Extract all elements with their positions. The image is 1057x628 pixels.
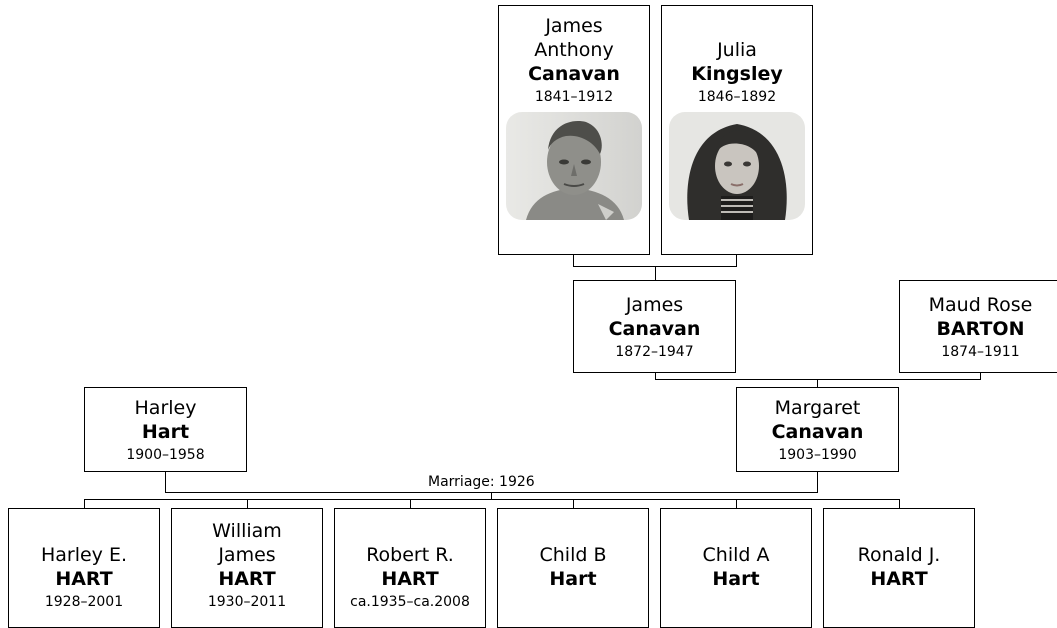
person-card-child[interactable]: Child B Hart — [497, 508, 649, 628]
given-name: Child A — [702, 544, 770, 566]
given-name: Robert R. — [366, 544, 454, 566]
given-name: Margaret — [774, 396, 861, 419]
person-card-harley-hart[interactable]: Harley Hart 1900–1958 — [84, 387, 247, 472]
given-name: Ronald J. — [857, 544, 941, 566]
person-card-maud-rose-barton[interactable]: Maud Rose BARTON 1874–1911 — [899, 280, 1057, 373]
person-card-child[interactable]: Harley E. HART 1928–2001 — [8, 508, 160, 628]
given-name: Harley E. — [40, 544, 128, 566]
life-dates: 1841–1912 — [534, 89, 614, 105]
given-name: Child B — [539, 544, 607, 566]
surname: Canavan — [528, 63, 620, 85]
portrait-girl-sepia-icon — [669, 112, 805, 220]
surname: HART — [218, 568, 276, 590]
person-card-julia-kingsley[interactable]: Julia Kingsley 1846–1892 — [661, 5, 813, 255]
person-card-child[interactable]: Child A Hart — [660, 508, 812, 628]
given-name: James — [625, 293, 684, 316]
surname: Hart — [141, 420, 190, 443]
given-name: Julia — [717, 39, 757, 61]
person-card-margaret-canavan[interactable]: Margaret Canavan 1903–1990 — [736, 387, 899, 472]
life-dates: 1903–1990 — [778, 446, 857, 463]
surname: Hart — [549, 568, 597, 590]
person-card-james-anthony-canavan[interactable]: James Anthony Canavan 1841–1912 — [498, 5, 650, 255]
surname: Kingsley — [691, 63, 783, 85]
person-card-james-canavan[interactable]: James Canavan 1872–1947 — [573, 280, 736, 373]
surname: Canavan — [608, 317, 701, 340]
life-dates: 1872–1947 — [615, 343, 694, 360]
life-dates: 1930–2011 — [207, 594, 287, 610]
surname: BARTON — [936, 317, 1025, 340]
given-name: William James — [212, 520, 282, 566]
life-dates: 1874–1911 — [941, 343, 1020, 360]
person-card-child[interactable]: Robert R. HART ca.1935–ca.2008 — [334, 508, 486, 628]
life-dates: ca.1935–ca.2008 — [350, 594, 470, 610]
surname: Canavan — [771, 420, 864, 443]
person-card-child[interactable]: William James HART 1930–2011 — [171, 508, 323, 628]
surname: HART — [55, 568, 113, 590]
life-dates: 1900–1958 — [126, 446, 205, 463]
person-card-child[interactable]: Ronald J. HART — [823, 508, 975, 628]
portrait-photo — [669, 112, 805, 220]
surname: HART — [870, 568, 928, 590]
portrait-photo — [506, 112, 642, 220]
life-dates: 1846–1892 — [697, 89, 777, 105]
portrait-man-sepia-icon — [506, 112, 642, 220]
life-dates: 1928–2001 — [44, 594, 124, 610]
surname: HART — [381, 568, 439, 590]
marriage-label: Marriage: 1926 — [426, 474, 537, 490]
given-name: James Anthony — [534, 15, 614, 61]
surname: Hart — [712, 568, 760, 590]
given-name: Maud Rose — [928, 293, 1033, 316]
given-name: Harley — [134, 396, 197, 419]
